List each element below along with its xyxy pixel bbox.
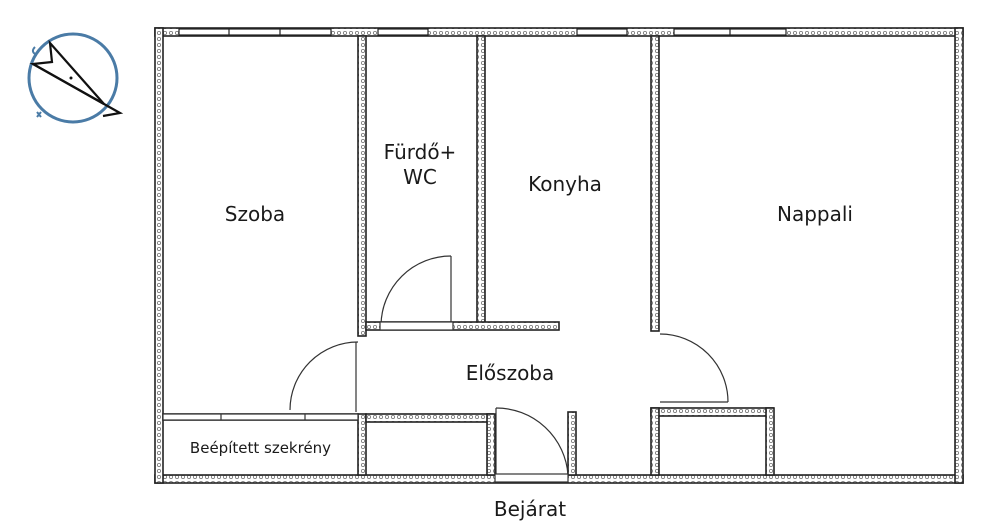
room-label-szoba: Szoba (224, 202, 286, 226)
room-label-furdo: Fürdő+ WC (370, 140, 470, 190)
entrance-label: Bejárat (493, 497, 567, 521)
room-label-szekreny: Beépített szekrény (189, 439, 332, 457)
room-label-konyha: Konyha (528, 172, 602, 196)
room-label-nappali: Nappali (777, 202, 853, 226)
room-label-furdo-line2: WC (403, 165, 437, 189)
compass-north-arrow-icon (27, 32, 124, 124)
room-label-furdo-line1: Fürdő+ (383, 140, 457, 164)
room-label-eloszoba: Előszoba (465, 361, 555, 385)
windows (178, 28, 787, 36)
doors (162, 255, 729, 483)
